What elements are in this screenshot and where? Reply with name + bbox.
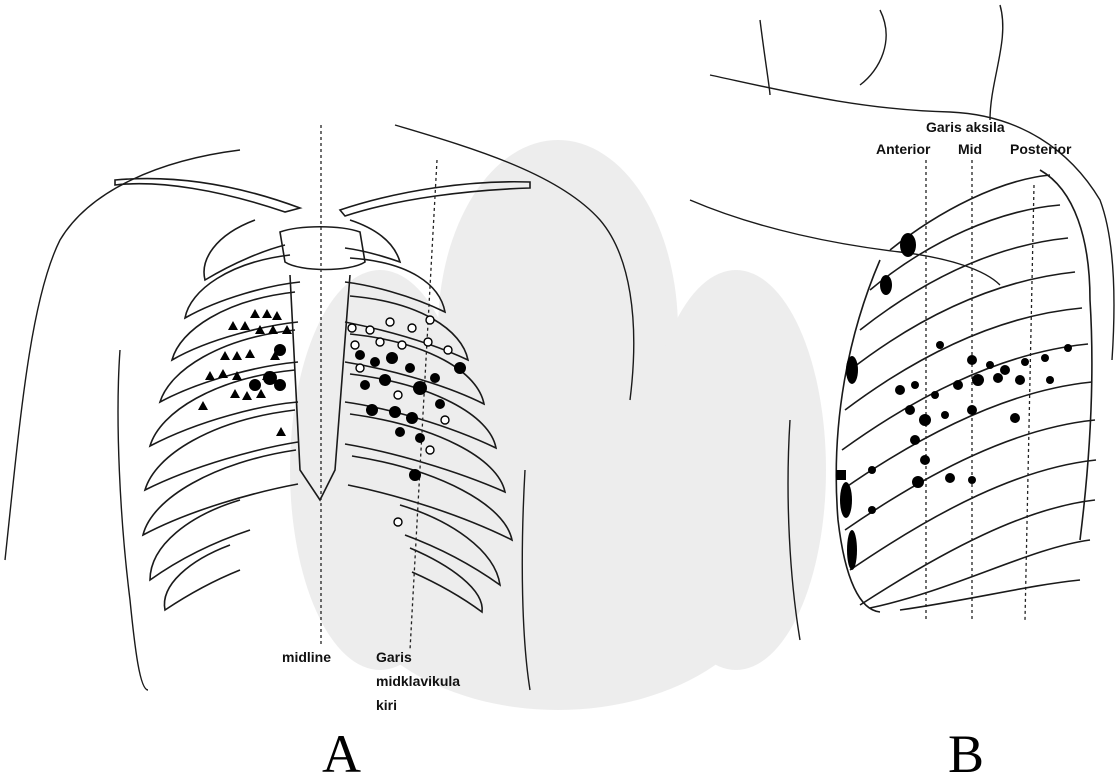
watermark-ornament [290,140,826,710]
posterior-label: Posterior [1010,141,1072,157]
midclavicular-label-line-1: Garis [376,649,412,665]
panel-a-letter: A [322,724,361,780]
midclavicular-label-line-3: kiri [376,697,397,713]
anterior-label: Anterior [876,141,931,157]
midline-label: midline [282,649,331,665]
midclavicular-label-line-2: midklavikula [376,673,460,689]
panel-b-letter: B [948,724,984,780]
axillary-title: Garis aksila [926,119,1005,135]
mid-label: Mid [958,141,982,157]
